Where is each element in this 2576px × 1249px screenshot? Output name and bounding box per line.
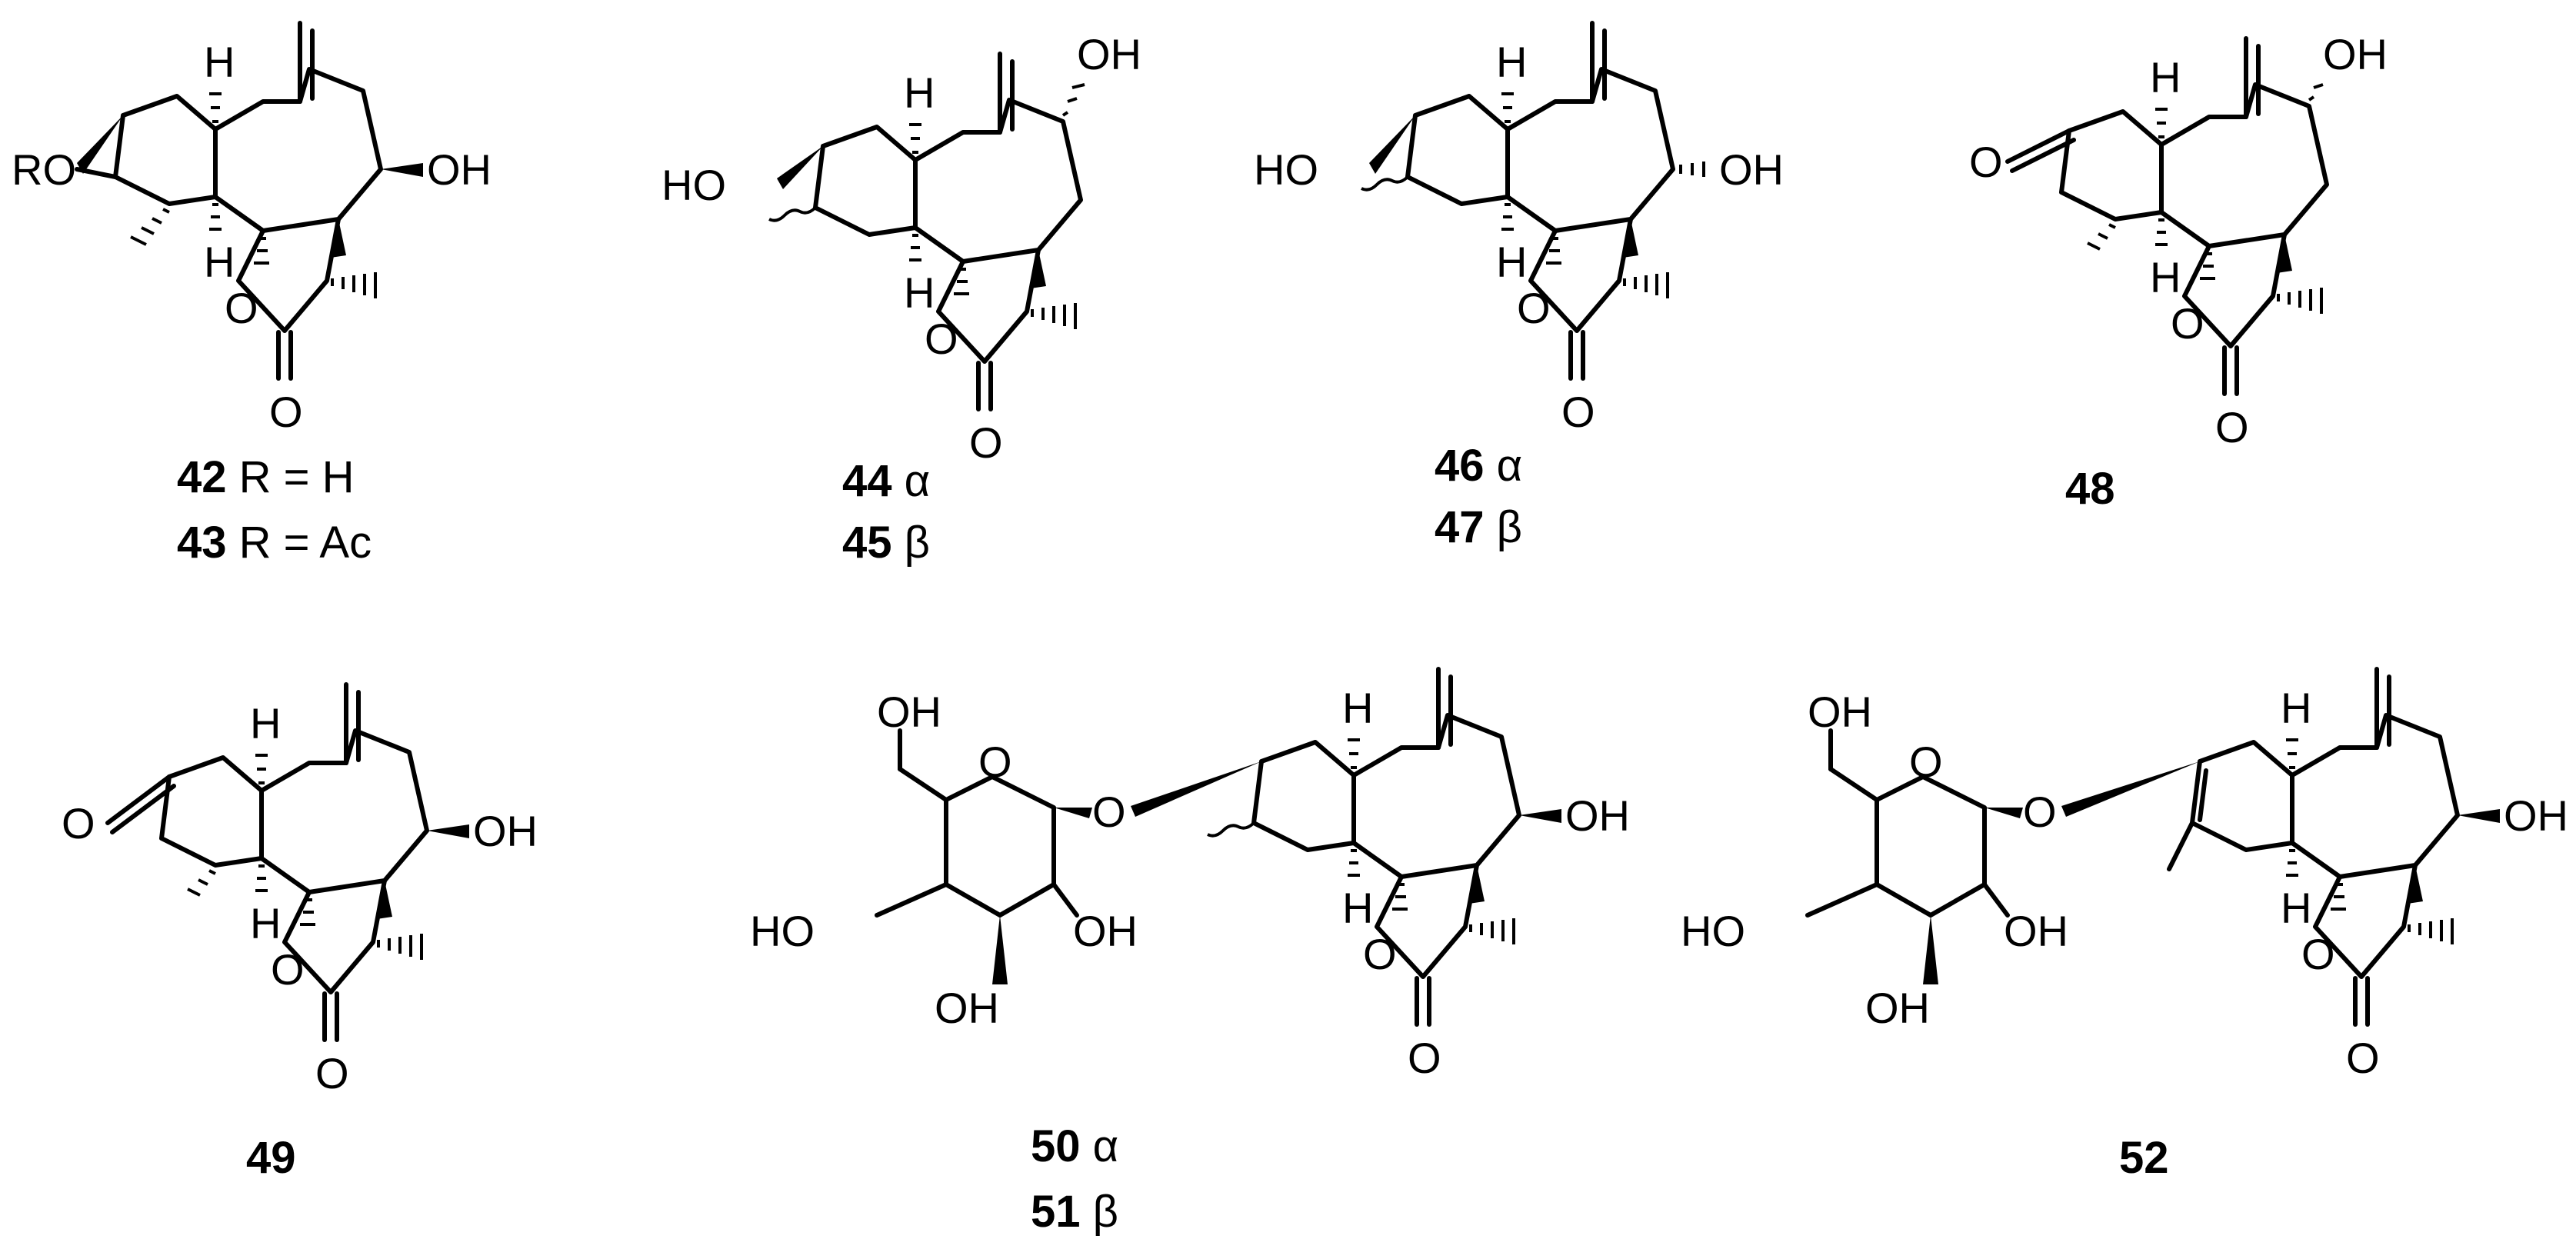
atom-ring-o: O	[271, 945, 305, 994]
label-51: 51 β	[1031, 1187, 1118, 1237]
atom-glycosidic-o: O	[1092, 788, 1126, 836]
atom-ho-left: HO	[661, 161, 726, 209]
structure-42-43: H H O O OH RO	[12, 23, 492, 436]
atom-carbonyl-o: O	[969, 418, 1003, 467]
atom-h-top: H	[204, 38, 235, 86]
atom-h-top: H	[904, 68, 935, 117]
atom-ro-left: RO	[12, 145, 76, 194]
atom-ho-sugar-left: HO	[1681, 907, 1745, 955]
atom-ho-left: HO	[1254, 145, 1318, 194]
atom-oh-top: OH	[2323, 30, 2388, 78]
label-45: 45 β	[842, 518, 930, 568]
atom-ring-o: O	[225, 284, 258, 332]
atom-oh-ch2: OH	[1808, 688, 1872, 736]
atom-h-bottom: H	[904, 268, 935, 317]
label-43: 43 R = Ac	[177, 518, 372, 568]
atom-oh-right: OH	[473, 807, 538, 855]
atom-h-top: H	[1342, 684, 1373, 732]
atom-h-top: H	[250, 699, 281, 748]
atom-oh-sugar-right: OH	[1073, 907, 1138, 955]
atom-carbonyl-o: O	[315, 1049, 349, 1097]
atom-carbonyl-o: O	[2215, 403, 2249, 451]
atom-ring-o: O	[1517, 284, 1551, 332]
atom-ring-o: O	[2301, 930, 2335, 978]
label-46: 46 α	[1435, 441, 1522, 491]
atom-h-bottom: H	[250, 899, 281, 948]
atom-oh-right: OH	[1719, 145, 1784, 194]
structure-44-45: H H O O OH HO	[661, 30, 1141, 467]
atom-oh-sugar-bottom: OH	[1865, 984, 1930, 1032]
atom-ho-sugar-left: HO	[750, 907, 815, 955]
atom-carbonyl-o: O	[2346, 1034, 2380, 1082]
atom-oh-right: OH	[427, 145, 492, 194]
atom-h-bottom: H	[2281, 884, 2311, 932]
atom-oh-sugar-right: OH	[2004, 907, 2068, 955]
atom-h-bottom: H	[204, 238, 235, 286]
atom-oh-top: OH	[1077, 30, 1141, 78]
atom-h-top: H	[2150, 53, 2181, 102]
structure-50-51: H H O O OH O O OH HO OH OH	[750, 669, 1630, 1082]
structure-48: H H O O OH O	[1969, 30, 2388, 451]
atom-ketone-o: O	[62, 799, 95, 848]
label-48: 48	[2065, 464, 2115, 514]
atom-carbonyl-o: O	[269, 388, 303, 436]
atom-oh-right: OH	[1565, 791, 1630, 840]
structure-46-47: H H O O OH HO	[1254, 23, 1784, 436]
atom-h-top: H	[1496, 38, 1527, 86]
atom-oh-right: OH	[2504, 791, 2568, 840]
label-50: 50 α	[1031, 1121, 1118, 1171]
structure-52: H H O O OH O O OH HO OH OH	[1681, 669, 2568, 1082]
atom-carbonyl-o: O	[1408, 1034, 1441, 1082]
atom-carbonyl-o: O	[1561, 388, 1595, 436]
label-42: 42 R = H	[177, 452, 355, 502]
atom-sugar-ring-o: O	[978, 738, 1012, 786]
label-47: 47 β	[1435, 502, 1522, 552]
atom-h-bottom: H	[2150, 253, 2181, 301]
atom-ring-o: O	[925, 315, 958, 363]
atom-ring-o: O	[1363, 930, 1397, 978]
atom-ketone-o: O	[1969, 138, 2003, 186]
atom-oh-ch2: OH	[877, 688, 941, 736]
label-52: 52	[2119, 1133, 2169, 1183]
atom-sugar-ring-o: O	[1909, 738, 1943, 786]
atom-h-top: H	[2281, 684, 2311, 732]
atom-ring-o: O	[2171, 299, 2204, 348]
atom-h-bottom: H	[1496, 238, 1527, 286]
atom-glycosidic-o: O	[2023, 788, 2057, 836]
label-49: 49	[246, 1133, 296, 1183]
atom-oh-sugar-bottom: OH	[935, 984, 999, 1032]
label-44: 44 α	[842, 456, 930, 506]
structure-49: H H O O OH O	[62, 684, 538, 1097]
atom-h-bottom: H	[1342, 884, 1373, 932]
